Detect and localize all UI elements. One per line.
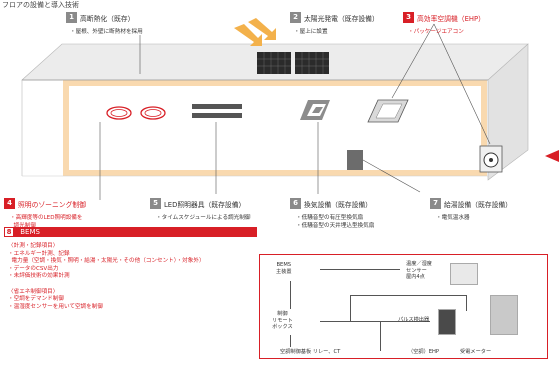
item-6-title: 6 換気設備（既存設備） — [290, 198, 372, 209]
item-6-desc: ・低騒音型の有圧型換気扇 ・低騒音型の天井埋込型換気扇 — [296, 215, 375, 229]
bems-header: 8 BEMS — [4, 227, 257, 237]
meter-label: 受電メーター — [460, 349, 492, 355]
item-7-title: 7 給湯設備（既存設備） — [430, 198, 512, 209]
item-2-number: 2 — [290, 12, 301, 23]
sensor-device — [450, 263, 478, 285]
led-fixture-icon — [192, 104, 242, 118]
bems-description: 〈計測・記録項目〉 ・エネルギー計測、記録 電力量（空調・換気・照明・給湯・太陽… — [8, 243, 205, 310]
item-2-desc: ・屋上に設置 — [294, 29, 328, 35]
connector-line — [290, 281, 291, 309]
connector-line — [466, 295, 467, 311]
pulse-detector-label: パルス検出器 — [398, 317, 430, 323]
meter-panel-device — [490, 295, 518, 335]
page-heading: フロアの設備と導入技術 — [2, 1, 79, 9]
item-1-number: 1 — [66, 12, 77, 23]
connector-line — [350, 295, 351, 321]
ventilation-unit-icon — [300, 100, 330, 120]
item-5-desc: ・タイムスケジュールによる調光制御 — [156, 215, 251, 221]
arrow-icon — [545, 150, 559, 162]
zoning-light-icon — [106, 106, 166, 120]
connector-line — [290, 335, 291, 347]
item-4-title: 4 照明のゾーニング制御 — [4, 198, 86, 209]
item-1-title: 1 高断熱化（既存） — [66, 12, 134, 23]
item-7-desc: ・電気温水器 — [436, 215, 470, 221]
item-5-number: 5 — [150, 198, 161, 209]
connector-line — [320, 269, 400, 270]
bems-main-label: BEMS 主装置 — [276, 262, 292, 275]
item-2-title: 2 太陽光発電（既存設備） — [290, 12, 379, 23]
connector-line — [350, 295, 466, 296]
sensor-label: 温度／湿度 センサー 屋内4点 — [406, 261, 432, 280]
item-3-desc: ・パッケージエアコン — [408, 29, 464, 35]
ehp-label: （空調）EHP — [408, 349, 440, 355]
item-6-number: 6 — [290, 198, 301, 209]
item-4-desc: ・高輝度等のLED照明設備を 調光制御 — [10, 215, 83, 229]
sun-ray-icon — [234, 18, 276, 46]
outdoor-unit-icon — [479, 145, 503, 173]
item-1-desc: ・屋根、外壁に断熱材を採用 — [70, 29, 143, 35]
bems-number: 8 — [4, 227, 14, 237]
ac-cassette-icon — [367, 99, 409, 123]
connector-line — [380, 321, 381, 351]
item-4-number: 4 — [4, 198, 15, 209]
pulse-detector-device — [438, 309, 456, 335]
remote-box-label: 制御 リモート ボックス — [272, 311, 293, 330]
item-3-title: 3 高効率空調機（EHP） — [403, 12, 485, 23]
item-3-number: 3 — [403, 12, 414, 23]
insulation-glow — [63, 80, 487, 176]
item-5-title: 5 LED照明器具（既存設備） — [150, 198, 245, 209]
solar-panels — [257, 52, 329, 74]
control-panel-label: 空調制御基板 リレー、CT — [280, 349, 341, 355]
bems-system-diagram: BEMS 主装置 制御 リモート ボックス 温度／湿度 センサー 屋内4点 パル… — [259, 254, 548, 359]
water-heater-icon — [347, 150, 363, 170]
item-7-number: 7 — [430, 198, 441, 209]
connector-line — [320, 321, 430, 322]
